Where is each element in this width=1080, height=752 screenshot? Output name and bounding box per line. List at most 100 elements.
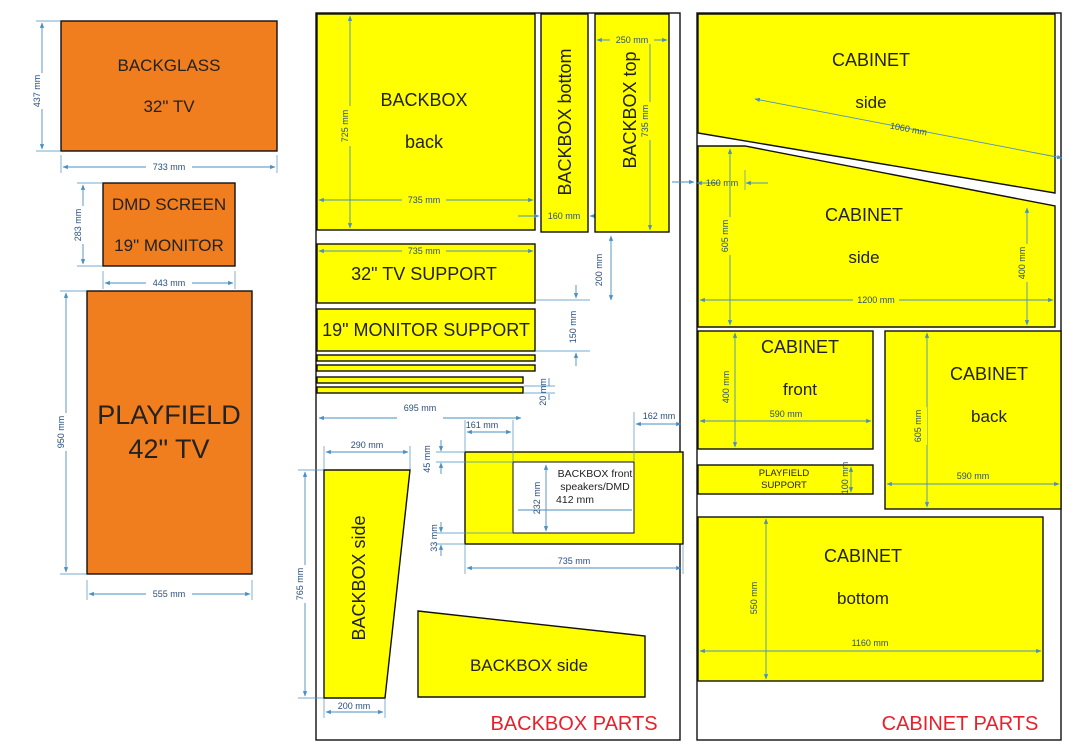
cabinet-front-panel: CABINET front 400 mm 590 mm (697, 330, 874, 450)
cabinet-bottom-height-label: 550 mm (749, 582, 759, 615)
cabinet-bottom-subtitle: bottom (837, 589, 889, 608)
backbox-front-panel: BACKBOX front speakers/DMD 412 mm 232 mm (464, 451, 684, 545)
side-upright-bottom-width-dimension: 200 mm (323, 699, 386, 718)
side-flat-label: BACKBOX side (470, 656, 588, 675)
backbox-back-subtitle: back (405, 132, 444, 152)
cabinet-side2-right-height-label: 400 mm (1017, 247, 1027, 280)
side-upright-height-label: 765 mm (295, 568, 305, 601)
playfield-support-height-label: 100 mm (840, 462, 850, 495)
front-panel-title: BACKBOX front (558, 468, 633, 480)
strips-height-label: 20 mm (538, 378, 548, 406)
playfield-subtitle: 42" TV (128, 434, 209, 464)
playfield-support-title: PLAYFIELD (759, 468, 810, 479)
front-offset-left-dimension: 161 mm (464, 420, 514, 462)
front-opening-height-label: 232 mm (532, 482, 542, 515)
front-panel-cutout-width: 412 mm (556, 494, 594, 506)
monitor-support-label: 19" MONITOR SUPPORT (322, 320, 530, 340)
backbox-sheet-outline (315, 12, 681, 741)
dmd-subtitle: 19" MONITOR (114, 236, 224, 255)
front-bottom-margin-dimension: 33 mm (429, 522, 513, 556)
strips-height-dimension: 20 mm (524, 378, 555, 406)
backbox-parts-title: BACKBOX PARTS (490, 713, 657, 735)
cabinet-back-title: CABINET (950, 364, 1028, 384)
dmd-height-label: 283 mm (73, 209, 83, 242)
cabinet-side2-title: CABINET (825, 205, 903, 225)
backglass-subtitle: 32" TV (143, 97, 195, 116)
playfield-support-panel: PLAYFIELD SUPPORT 100 mm (697, 462, 874, 495)
strip-4 (316, 386, 524, 394)
backbox-bottom-width-label: 160 mm (548, 211, 581, 221)
cabinet-side2-offset-label: 160 mm (706, 178, 739, 188)
backbox-top-label: BACKBOX top (620, 51, 640, 168)
cabinet-bottom-panel: CABINET bottom 550 mm 1160 mm (697, 516, 1044, 682)
playfield-panel: PLAYFIELD 42" TV (86, 290, 253, 575)
side-upright-top-width-dimension: 290 mm (323, 440, 411, 469)
backbox-top-panel: BACKBOX top 250 mm 735 mm (594, 13, 670, 233)
side-upright-height-dimension: 765 mm (295, 469, 323, 699)
backbox-bottom-panel: BACKBOX bottom 160 mm (518, 13, 611, 233)
cabinet-front-width-label: 590 mm (770, 409, 803, 419)
cabinet-side1-title: CABINET (832, 50, 910, 70)
cabinet-side2-left-height-label: 605 mm (720, 220, 730, 253)
backbox-side-upright: BACKBOX side (323, 469, 411, 699)
tv-support-width-label: 735 mm (408, 246, 441, 256)
front-bottom-margin-label: 33 mm (429, 524, 439, 552)
playfield-width-label: 555 mm (153, 589, 186, 599)
monitor-support-height-label: 150 mm (568, 311, 578, 344)
cabinet-side-panel-2: CABINET side 160 mm 605 mm 400 mm 1200 m… (696, 145, 1056, 328)
front-width-label: 735 mm (558, 556, 591, 566)
tv-support-height-label: 200 mm (594, 254, 604, 287)
backbox-top-height-label: 735 mm (640, 105, 650, 138)
backglass-width-dimension: 733 mm (60, 155, 278, 173)
cabinet-back-width-label: 590 mm (957, 471, 990, 481)
strip-3 (316, 376, 524, 384)
front-top-margin-dimension: 45 mm (422, 440, 513, 474)
cabinet-side-panel-1: CABINET side 1060 mm (697, 13, 1063, 194)
dmd-width-label: 443 mm (153, 278, 186, 288)
dmd-height-dimension: 283 mm (73, 182, 102, 267)
cabinet-side1-subtitle: side (855, 93, 886, 112)
backbox-back-width-label: 735 mm (408, 195, 441, 205)
backbox-strips (316, 354, 536, 394)
playfield-width-dimension: 555 mm (86, 580, 253, 600)
playfield-support-subtitle: SUPPORT (761, 480, 807, 491)
backglass-panel: BACKGLASS 32" TV (60, 20, 278, 152)
playfield-height-dimension: 950 mm (56, 290, 86, 575)
backglass-title: BACKGLASS (118, 56, 221, 75)
tv-support-height-dimension: 200 mm (594, 235, 614, 301)
side-upright-label: BACKBOX side (349, 515, 369, 640)
cabinet-side2-length-label: 1200 mm (857, 295, 895, 305)
speaker-dmd-cutout (512, 461, 635, 534)
cabinet-bottom-title: CABINET (824, 546, 902, 566)
front-panel-subtitle: speakers/DMD (560, 481, 630, 493)
front-offset-left-label: 161 mm (466, 420, 499, 430)
strips-width-dimension: 695 mm (318, 403, 522, 424)
strip-1 (316, 354, 536, 362)
backbox-back-height-label: 725 mm (340, 110, 350, 143)
cabinet-front-title: CABINET (761, 337, 839, 357)
dmd-panel: DMD SCREEN 19" MONITOR (102, 182, 236, 267)
backbox-bottom-label: BACKBOX bottom (555, 48, 575, 195)
playfield-height-label: 950 mm (56, 416, 66, 449)
side-upright-bottom-width-label: 200 mm (338, 701, 371, 711)
side-upright-top-width-label: 290 mm (351, 440, 384, 450)
cabinet-back-subtitle: back (971, 407, 1007, 426)
cabinet-side2-subtitle: side (848, 248, 879, 267)
strip-2 (316, 364, 536, 372)
backbox-back-panel: BACKBOX back 725 mm 735 mm (316, 13, 536, 231)
cabinet-front-height-label: 400 mm (721, 371, 731, 404)
dmd-title: DMD SCREEN (112, 195, 226, 214)
backbox-back-title: BACKBOX (380, 90, 467, 110)
playfield-title: PLAYFIELD (97, 400, 241, 430)
backglass-height-dimension: 437 mm (32, 20, 60, 152)
tv-support-label: 32" TV SUPPORT (351, 264, 497, 284)
front-top-margin-label: 45 mm (422, 445, 432, 473)
cabinet-back-height-label: 605 mm (913, 410, 923, 443)
backbox-tv-support: 735 mm 32" TV SUPPORT (316, 243, 536, 304)
cabinet-back-panel: CABINET back 605 mm 590 mm (884, 330, 1062, 510)
cabinet-parts-title: CABINET PARTS (882, 713, 1039, 735)
cabinet-bottom-width-label: 1160 mm (852, 638, 889, 648)
backbox-top-width-label: 250 mm (616, 35, 649, 45)
cabinet-front-subtitle: front (783, 380, 817, 399)
